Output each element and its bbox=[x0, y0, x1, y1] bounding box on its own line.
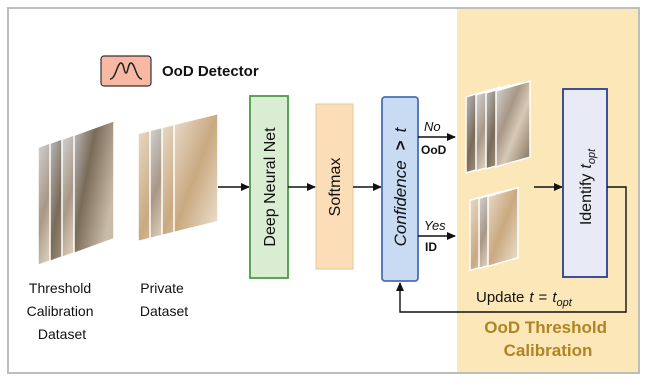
branch-ood-tag: OoD bbox=[421, 143, 447, 157]
threshold-dataset-images bbox=[37, 119, 115, 267]
private-dataset-images bbox=[137, 112, 219, 243]
identify-topt-block bbox=[562, 88, 608, 278]
branch-yes-label: Yes bbox=[424, 218, 446, 233]
bell-curve-icon bbox=[100, 55, 152, 87]
deep-neural-net-block bbox=[249, 95, 289, 279]
branch-no-label: No bbox=[424, 119, 441, 134]
confidence-label: Confidence>t bbox=[391, 126, 410, 246]
threshold-dataset-label: Threshold Calibration Dataset bbox=[27, 280, 98, 342]
ood-sample-images bbox=[465, 80, 531, 174]
id-sample-images bbox=[469, 186, 519, 272]
private-dataset-label: Private Dataset bbox=[140, 280, 188, 319]
branch-id-tag: ID bbox=[425, 240, 437, 254]
calibration-panel-title: OoD Threshold Calibration bbox=[484, 318, 612, 360]
identify-topt-label: Identifytopt bbox=[578, 148, 598, 225]
softmax-label: Softmax bbox=[327, 158, 344, 217]
arrow-feedback-update bbox=[396, 186, 627, 313]
legend: OoD Detector bbox=[100, 55, 259, 87]
legend-label: OoD Detector bbox=[162, 63, 259, 80]
deep-neural-net-label: Deep Neural Net bbox=[262, 127, 279, 247]
softmax-block bbox=[315, 103, 354, 270]
confidence-block bbox=[381, 96, 419, 282]
